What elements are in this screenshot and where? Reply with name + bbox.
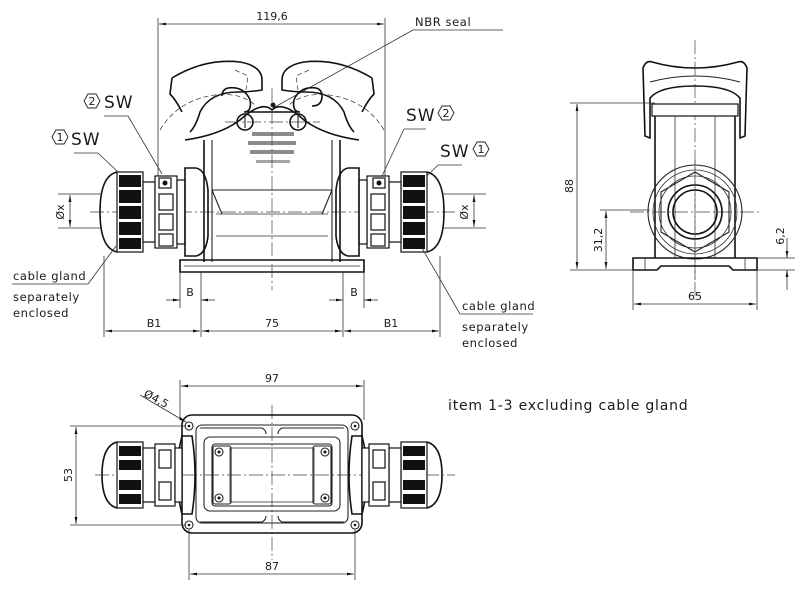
sw-label-1-right: SW (440, 142, 470, 162)
dimension-b-left: B (166, 272, 215, 308)
callout-sw-1-left: 1 SW (51, 129, 119, 173)
cable-gland-note-right-line3: enclosed (462, 336, 518, 350)
callout-sw-1-right: SW 1 (426, 141, 490, 177)
dimension-overall-width: 119,6 (157, 10, 386, 190)
locking-lever-left (159, 60, 263, 133)
item-number-1-left: 1 (57, 131, 64, 144)
dimension-top-outer-width: 97 (179, 372, 365, 420)
dim-b-right-label: B (350, 286, 358, 299)
dim-b1-left-label: B1 (147, 317, 162, 330)
cable-gland-note-right-line1: cable gland (462, 299, 535, 313)
cable-gland-top-right (361, 441, 443, 509)
dimension-b-right: B (329, 272, 378, 308)
dimension-side-height: 88 (563, 102, 655, 271)
dimension-axis-height: 31,2 (592, 209, 650, 269)
callout-sw-2-left: 2 SW (83, 93, 163, 175)
dim-hole-diameter-label: Ø4,5 (142, 387, 171, 411)
dim-b-left-label: B (186, 286, 194, 299)
cable-gland-note-left: cable gland separately enclosed (12, 245, 117, 320)
front-view: 119,6 NBR seal (12, 10, 535, 350)
cable-gland-note-right: cable gland separately enclosed (421, 247, 535, 350)
dim-base-width-label: 65 (688, 290, 702, 303)
dim-b1-right-label: B1 (384, 317, 399, 330)
dim-cable-diameter-left-label: Øx (54, 204, 67, 220)
nbr-seal-label: NBR seal (415, 15, 471, 29)
dimension-base-width: 65 (632, 270, 758, 310)
side-view: 88 31,2 6,2 65 (563, 40, 795, 310)
dimension-chain-bottom: B1 75 B1 (103, 256, 441, 337)
drawing-note: item 1-3 excluding cable gland (448, 398, 688, 414)
cable-gland-right (335, 167, 445, 257)
item-number-1-right: 1 (478, 143, 485, 156)
sw-label-2-right: SW (406, 106, 436, 126)
dim-hole-pitch-label: 87 (265, 560, 279, 573)
item-number-2-left: 2 (89, 95, 96, 108)
dimension-cable-diameter-left: Øx (54, 193, 102, 229)
dim-overall-width-label: 119,6 (256, 10, 288, 23)
dimension-top-height: 53 (62, 425, 186, 526)
dimension-hole-pitch: 87 (188, 530, 356, 580)
top-view: 97 87 53 Ø4,5 (62, 372, 455, 580)
cable-gland-left (99, 167, 209, 257)
dim-center-label: 75 (265, 317, 279, 330)
cable-gland-note-left-line2: separately (13, 290, 80, 304)
cable-gland-note-left-line1: cable gland (13, 269, 86, 283)
locking-lever-right (281, 60, 385, 133)
dim-top-outer-width-label: 97 (265, 372, 279, 385)
sw-label-2-left: SW (104, 93, 134, 113)
dimension-cable-diameter-right: Øx (442, 193, 486, 229)
dim-axis-height-label: 31,2 (592, 228, 605, 253)
housing-body (90, 88, 455, 290)
cable-gland-top-left (101, 441, 183, 509)
cable-gland-note-left-line3: enclosed (13, 306, 69, 320)
callout-sw-2-right: SW 2 (381, 105, 455, 177)
dimension-base-height: 6,2 (757, 227, 795, 290)
dim-cable-diameter-right-label: Øx (458, 204, 471, 220)
dimension-hole-diameter: Ø4,5 (139, 387, 187, 423)
item-number-2-right: 2 (443, 107, 450, 120)
cable-gland-note-right-line2: separately (462, 320, 529, 334)
dim-side-height-label: 88 (563, 179, 576, 193)
dim-base-height-label: 6,2 (774, 227, 787, 245)
dim-top-height-label: 53 (62, 468, 75, 482)
sw-label-1-left: SW (71, 130, 101, 150)
